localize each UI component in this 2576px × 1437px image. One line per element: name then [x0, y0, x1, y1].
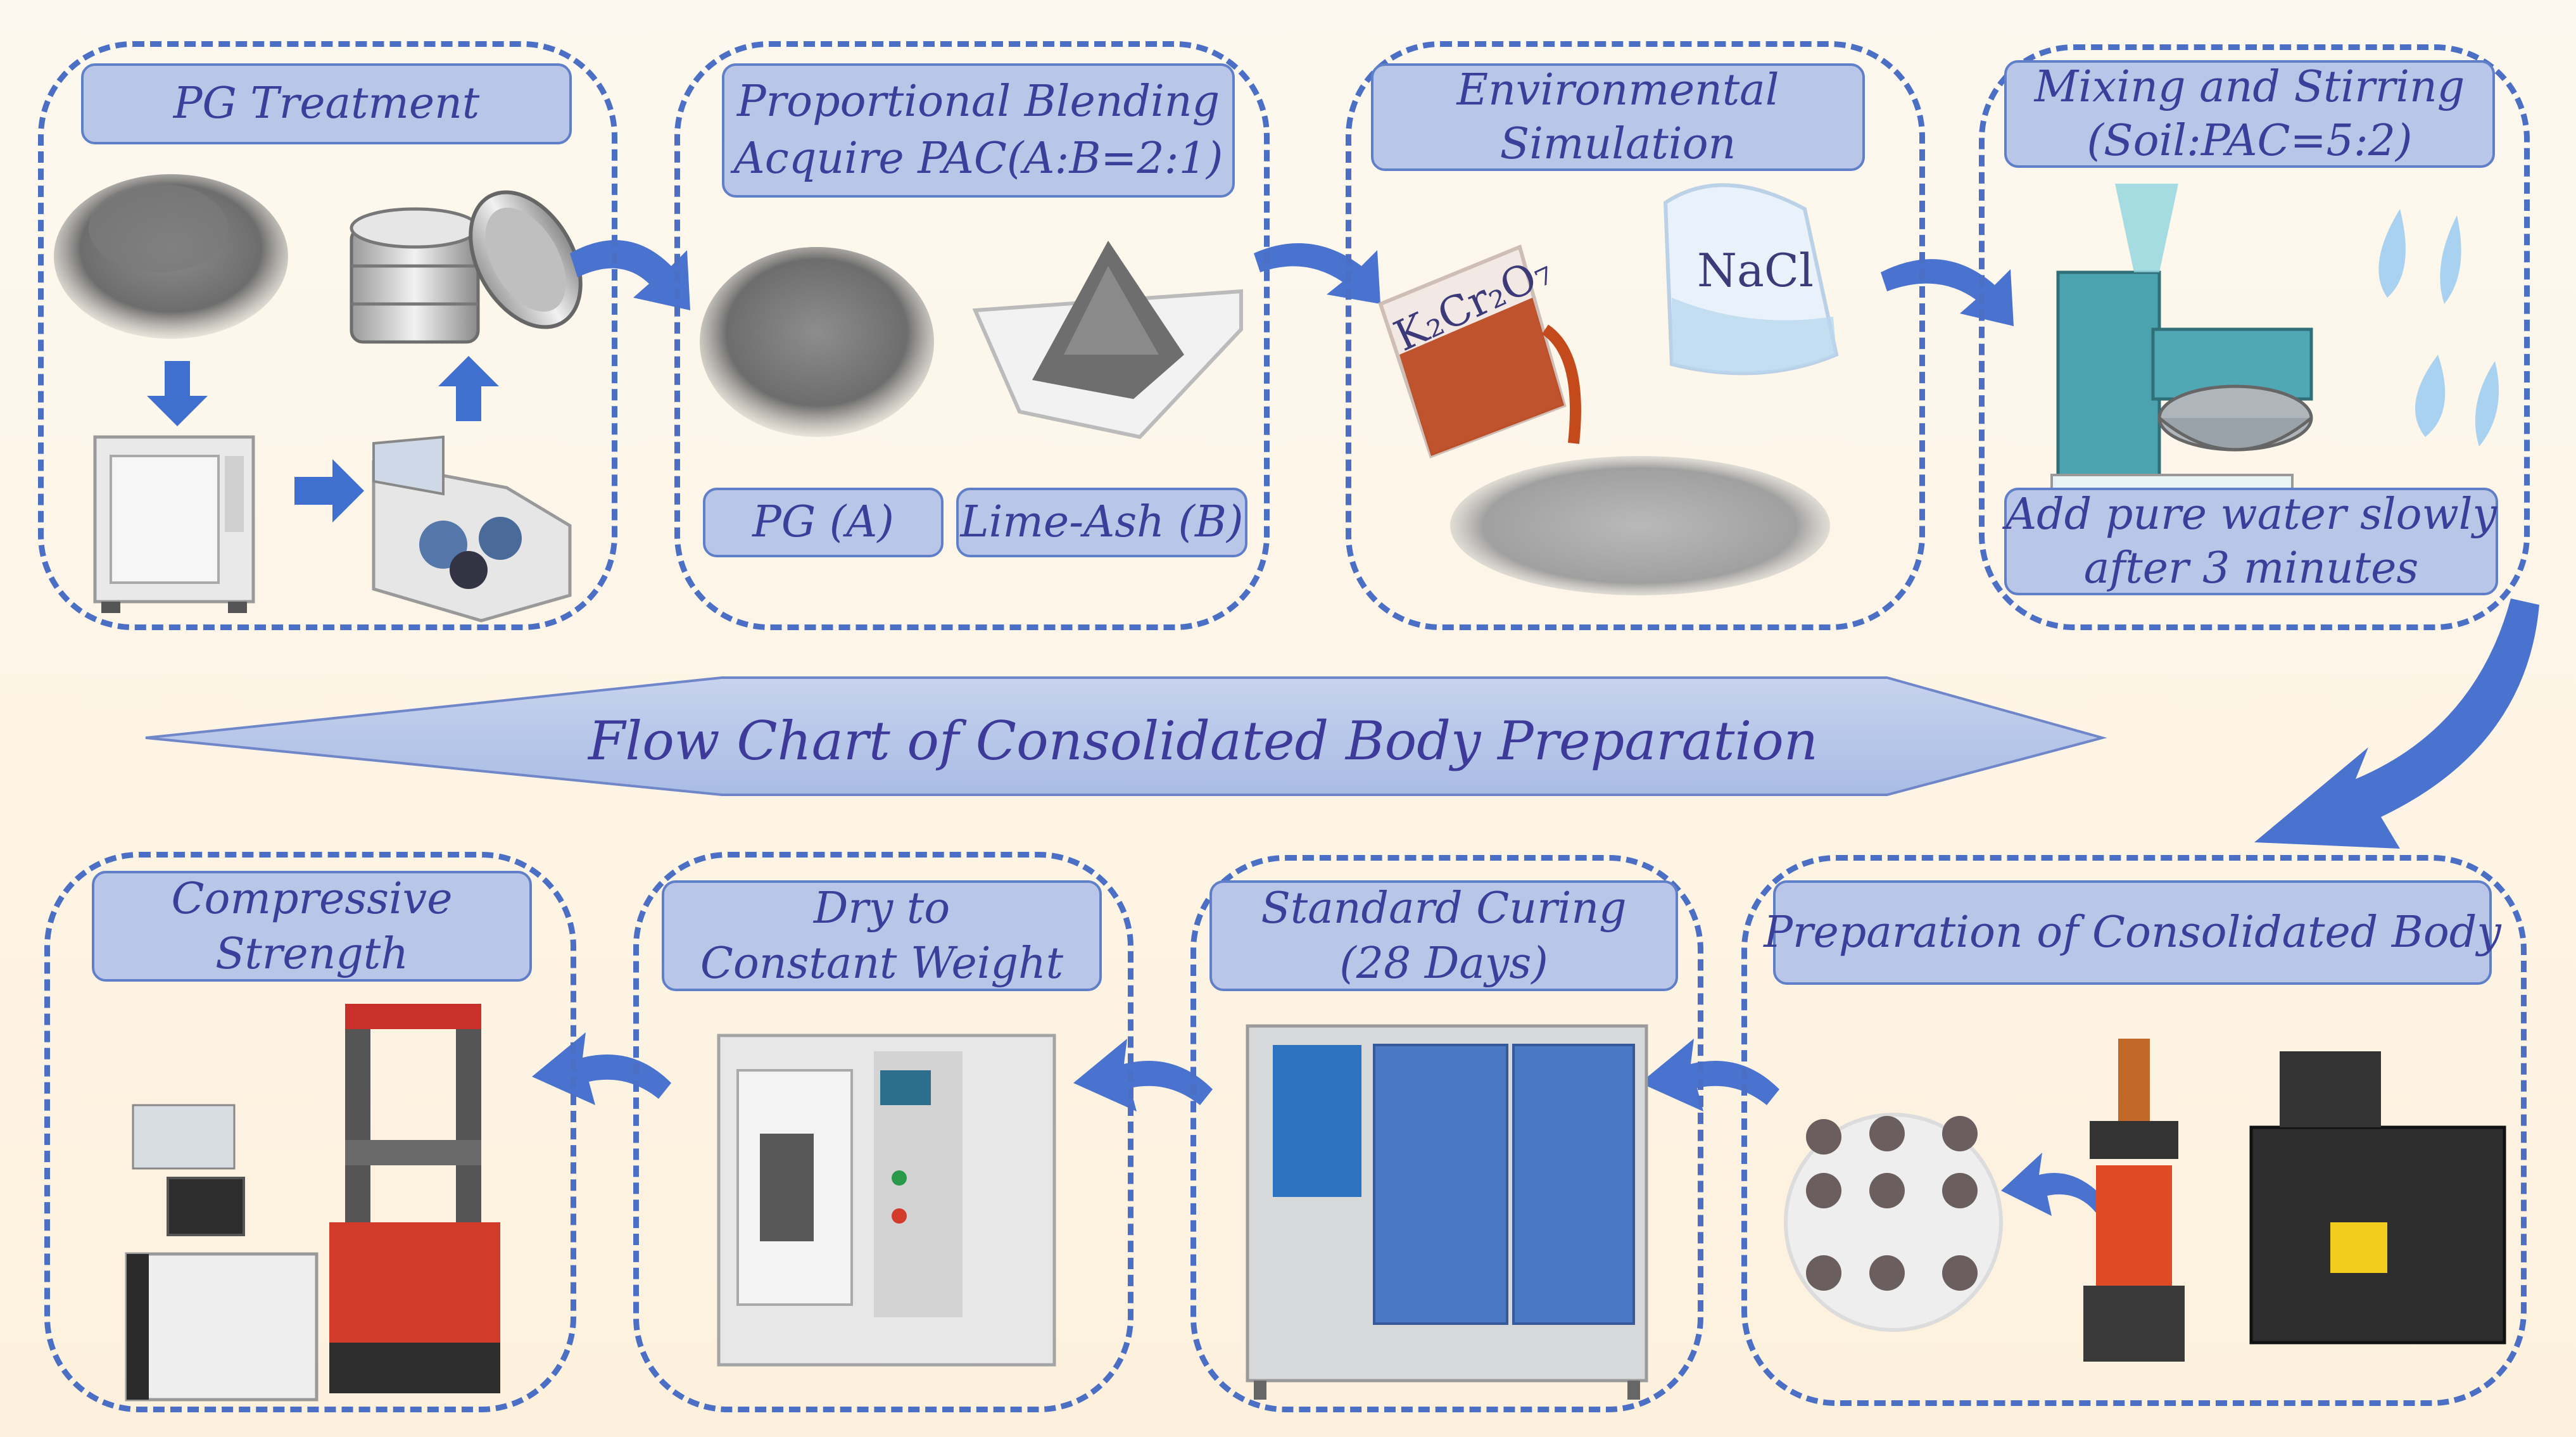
hydraulic-press-icon: [2083, 1039, 2185, 1362]
label-blending-line1: Proportional Blending: [736, 77, 1220, 127]
label-mixing-line2: (Soil:PAC=5:2): [2087, 116, 2413, 166]
label-curing-line2: (28 Days): [1339, 938, 1548, 989]
arrow-dry-to-strength: [532, 1032, 671, 1105]
dichromate-beaker-icon: [1378, 244, 1581, 459]
label-pg-a-text: PG (A): [752, 497, 894, 547]
nacl-beaker-icon: [1663, 183, 1839, 376]
arrow-curing-to-dry: [1073, 1039, 1213, 1111]
down-arrow-icon: [147, 361, 208, 426]
label-add-water: Add pure water slowly after 3 minutes: [2004, 488, 2498, 595]
testing-machine-icon: [125, 1004, 500, 1402]
label-curing-line1: Standard Curing: [1261, 883, 1627, 934]
nacl-label: NaCl: [1697, 244, 1814, 297]
stage-frame-strength: [44, 852, 576, 1412]
up-arrow-icon: [438, 356, 499, 421]
label-environmental-simulation: Environmental Simulation: [1371, 63, 1865, 171]
label-standard-curing: Standard Curing (28 Days): [1209, 880, 1678, 991]
label-blending-line2: Acquire PAC(A:B=2:1): [733, 134, 1223, 184]
stage-frame-blending: [674, 41, 1270, 630]
label-strength-line2: Strength: [215, 928, 409, 979]
label-lime-ash-b: Lime-Ash (B): [956, 488, 1247, 557]
specimen-plate-icon: [1784, 1113, 2003, 1332]
label-pg-a: PG (A): [703, 488, 944, 557]
pg-a-powder-icon: [700, 247, 934, 437]
pg-powder-pile-icon: [54, 174, 288, 339]
water-drops-icon: [2378, 209, 2499, 446]
label-lime-ash-b-text: Lime-Ash (B): [960, 497, 1244, 547]
label-strength-line1: Compressive: [171, 873, 453, 924]
sieve-stack-icon: [350, 190, 583, 344]
right-arrow-icon: [294, 459, 364, 522]
label-dry-constant-weight: Dry to Constant Weight: [662, 880, 1102, 991]
label-pg-treatment: PG Treatment: [81, 63, 572, 144]
arrow-press-to-specimens: [2001, 1153, 2109, 1216]
control-cabinet-icon: [2249, 1051, 2506, 1345]
stage-frame-environment: [1346, 41, 1925, 630]
label-compressive-strength: Compressive Strength: [92, 871, 532, 982]
constant-weight-oven-icon: [717, 1034, 1056, 1367]
soil-pile-icon: [1450, 456, 1830, 595]
label-preparation-text: Preparation of Consolidated Body: [1764, 907, 2501, 958]
flow-chart-title: Flow Chart of Consolidated Body Preparat…: [588, 710, 1818, 772]
label-proportional-blending: Proportional Blending Acquire PAC(A:B=2:…: [722, 63, 1235, 198]
label-pg-treatment-text: PG Treatment: [173, 79, 480, 129]
curing-cabinet-icon: [1246, 1024, 1648, 1400]
lime-ash-tray-icon: [972, 241, 1243, 440]
label-env-line1: Environmental: [1456, 65, 1779, 115]
stage-frame-drying: [633, 852, 1133, 1412]
flow-title-band: [145, 676, 2107, 796]
label-preparation: Preparation of Consolidated Body: [1764, 880, 2501, 985]
arrow-pg-to-blending: [570, 240, 690, 310]
stage-frame-mixing: [1979, 44, 2530, 630]
stage-frame-preparation: [1741, 855, 2527, 1406]
arrow-mixing-to-preparation: [2254, 598, 2539, 849]
stage-frame-curing: [1190, 855, 1703, 1412]
drying-oven-icon: [93, 435, 255, 613]
arrow-preparation-to-curing: [1640, 1039, 1779, 1111]
stage-frame-pg-treatment: [38, 41, 617, 630]
label-water-line1: Add pure water slowly: [2005, 490, 2497, 540]
label-mixing-stirring: Mixing and Stirring (Soil:PAC=5:2): [2004, 60, 2495, 168]
label-dry-line2: Constant Weight: [700, 938, 1064, 989]
label-water-line2: after 3 minutes: [2083, 543, 2419, 593]
label-env-line2: Simulation: [1500, 119, 1736, 169]
label-mixing-line1: Mixing and Stirring: [2034, 62, 2465, 112]
label-dry-line1: Dry to: [813, 883, 950, 934]
